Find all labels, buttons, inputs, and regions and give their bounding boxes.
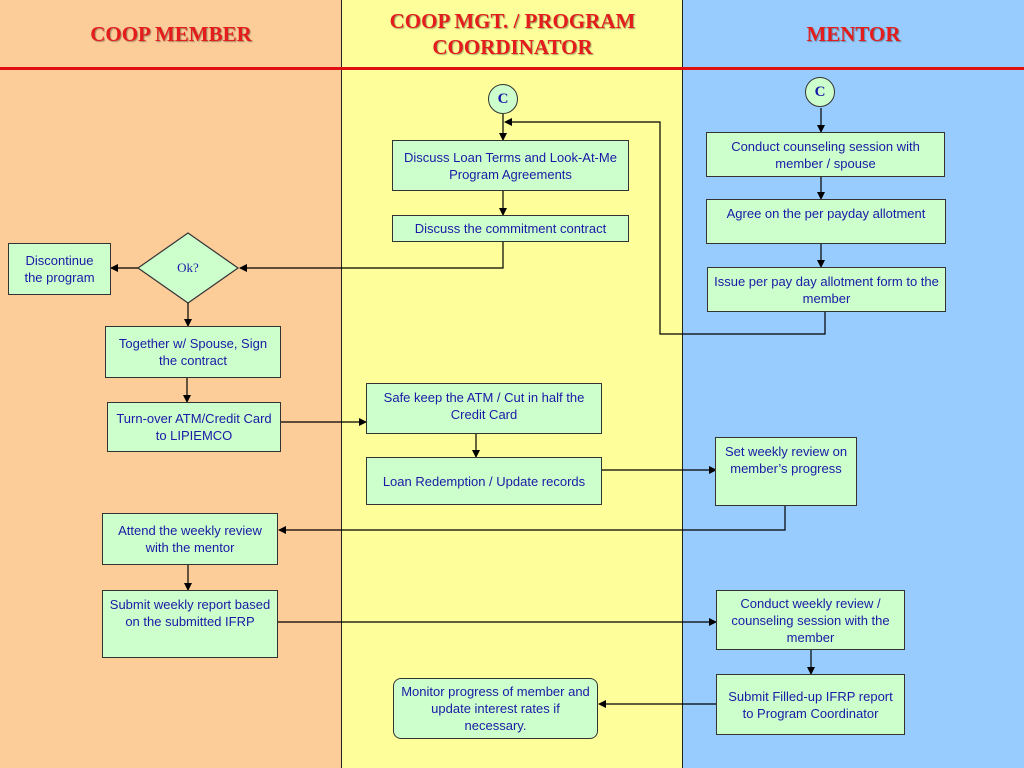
- step-safe-keep-atm: Safe keep the ATM / Cut in half the Cred…: [366, 383, 602, 434]
- step-submit-ifrp-report: Submit Filled-up IFRP report to Program …: [716, 674, 905, 735]
- step-set-weekly-review: Set weekly review on member’s progress: [715, 437, 857, 506]
- step-loan-redemption: Loan Redemption / Update records: [366, 457, 602, 505]
- lane-title-coordinator-text: COOP MGT. / PROGRAM COORDINATOR: [389, 9, 636, 59]
- step-discuss-loan-terms: Discuss Loan Terms and Look-At-Me Progra…: [392, 140, 629, 191]
- arrow-set-review-to-attend: [278, 506, 786, 534]
- header-divider: [0, 67, 1024, 70]
- lane-title-coordinator: COOP MGT. / PROGRAM COORDINATOR: [342, 0, 683, 68]
- connector-c-coordinator: C: [488, 84, 518, 114]
- step-submit-weekly-report: Submit weekly report based on the submit…: [102, 590, 278, 658]
- step-conduct-weekly-review: Conduct weekly review / counseling sessi…: [716, 590, 905, 650]
- step-discuss-commitment-contract: Discuss the commitment contract: [392, 215, 629, 242]
- step-discontinue-program: Discontinue the program: [8, 243, 111, 295]
- step-turnover-atm: Turn-over ATM/Credit Card to LIPIEMCO: [107, 402, 281, 452]
- step-agree-allotment: Agree on the per payday allotment: [706, 199, 946, 244]
- step-sign-contract: Together w/ Spouse, Sign the contract: [105, 326, 281, 378]
- lane-title-mentor: MENTOR: [806, 22, 901, 46]
- step-issue-allotment-form: Issue per pay day allotment form to the …: [707, 267, 946, 312]
- arrow-commitment-to-decision: [239, 242, 504, 272]
- step-monitor-progress: Monitor progress of member and update in…: [393, 678, 598, 739]
- decision-ok-label: Ok?: [177, 260, 199, 275]
- arrow-issue-to-coordinator-c: [504, 118, 826, 335]
- step-attend-weekly-review: Attend the weekly review with the mentor: [102, 513, 278, 565]
- step-conduct-counseling: Conduct counseling session with member /…: [706, 132, 945, 177]
- lane-title-member: COOP MEMBER: [90, 22, 252, 46]
- connector-c-mentor: C: [805, 77, 835, 107]
